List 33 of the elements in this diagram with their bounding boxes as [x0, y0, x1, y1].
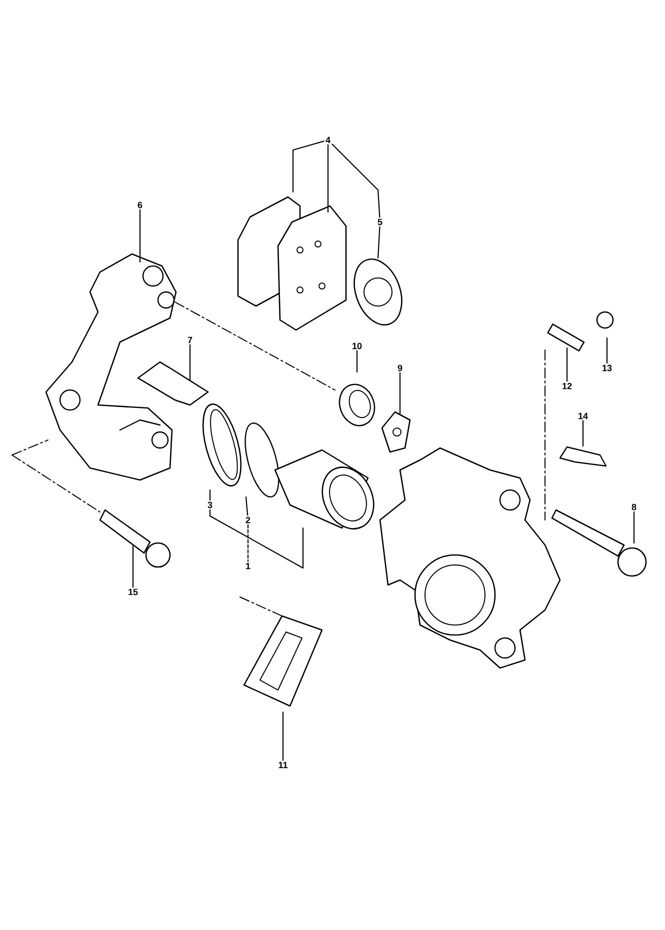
callout-number: 8 — [632, 504, 636, 510]
leader-line — [282, 711, 284, 761]
leader-line — [292, 140, 324, 193]
leader-line — [209, 489, 211, 501]
callout-number: 11 — [278, 762, 288, 768]
leader-line — [139, 209, 141, 263]
callout-number: 13 — [602, 364, 612, 372]
callout-number: 9 — [398, 364, 402, 372]
callout-number: 10 — [352, 342, 362, 350]
callout-number: 6 — [138, 202, 142, 208]
leader-line — [247, 524, 249, 562]
leader-line — [189, 344, 191, 381]
leader-line — [606, 337, 608, 364]
leader-line — [582, 420, 584, 447]
leader-line — [327, 144, 329, 213]
callout-number: 12 — [562, 382, 572, 390]
leader-line — [566, 347, 568, 382]
callout-number: 4 — [326, 136, 330, 144]
leader-line — [399, 372, 401, 415]
leader-line — [377, 226, 380, 259]
callout-number: 14 — [578, 412, 588, 420]
callout-number: 7 — [188, 336, 192, 344]
leader-line — [245, 496, 248, 516]
callout-number: 1 — [246, 562, 250, 570]
leader-line — [132, 545, 134, 588]
callout-number: 5 — [378, 218, 382, 226]
callout-number: 3 — [208, 502, 212, 508]
leader-line — [332, 144, 380, 218]
callout-number: 2 — [246, 516, 250, 524]
leader-line — [356, 350, 358, 373]
leader-line — [633, 511, 635, 544]
callout-number: 15 — [128, 588, 138, 596]
leader-line — [209, 509, 304, 569]
